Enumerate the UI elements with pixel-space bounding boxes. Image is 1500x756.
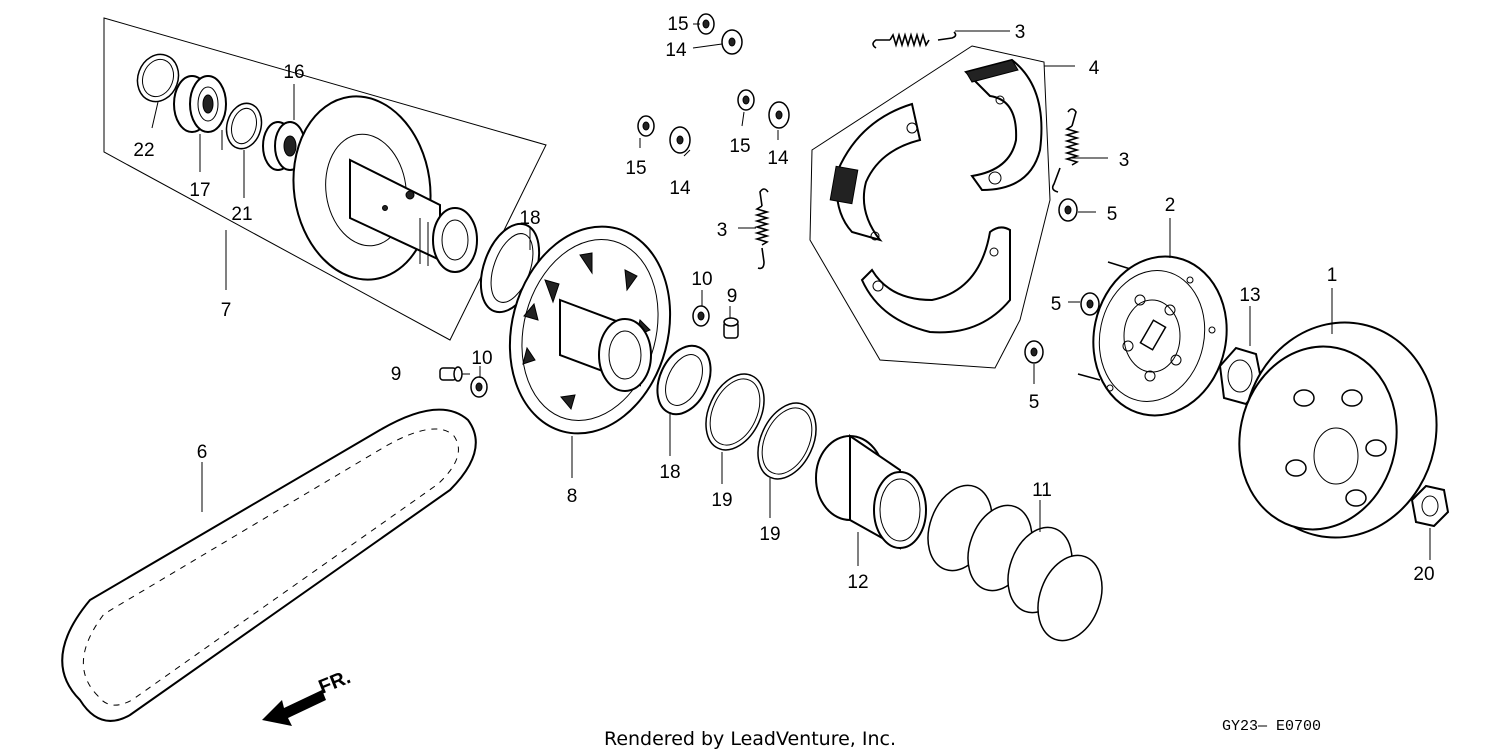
callout-5-middle: 5 — [1051, 294, 1062, 315]
clutch-outer-1 — [1238, 321, 1438, 539]
circlip-15-top — [697, 13, 715, 35]
callout-14-mid: 14 — [767, 148, 789, 169]
callout-20: 20 — [1413, 564, 1434, 585]
callout-9-lower: 9 — [391, 364, 402, 385]
callout-16: 16 — [283, 62, 304, 83]
washer-14-top — [721, 29, 743, 55]
washer-14-mid — [768, 101, 790, 129]
callout-15-left: 15 — [625, 158, 646, 179]
circlip-15-mid — [737, 89, 755, 111]
o-ring-19-a — [705, 373, 765, 451]
callout-6: 6 — [197, 442, 208, 463]
callout-3-right: 3 — [1119, 150, 1130, 171]
callout-11: 11 — [1032, 480, 1052, 501]
callout-9-upper: 9 — [727, 286, 738, 307]
collar-5-right — [1058, 198, 1078, 222]
washer-14-left — [669, 126, 691, 154]
circlip-21 — [225, 102, 263, 150]
callout-19-a: 19 — [711, 490, 732, 511]
clutch-shoe-lower — [860, 226, 1011, 334]
callout-19-b: 19 — [759, 524, 780, 545]
callout-3-center: 3 — [717, 220, 728, 241]
collar-5-lower — [1024, 340, 1044, 364]
clutch-spring-3-center — [754, 188, 770, 270]
assembly-4-outline — [809, 45, 1051, 369]
drive-belt-6 — [61, 408, 477, 722]
clutch-shoe-upper — [964, 58, 1043, 192]
clutch-spring-3-top — [872, 31, 957, 49]
callout-10-upper: 10 — [691, 269, 712, 290]
collar-10-lower — [470, 376, 488, 398]
callout-1: 1 — [1327, 265, 1338, 286]
callout-8: 8 — [567, 486, 578, 507]
callout-7: 7 — [221, 300, 232, 321]
spring-seat-collar-12 — [815, 434, 927, 550]
callout-14-top: 14 — [665, 40, 687, 61]
callout-15-top: 15 — [667, 14, 688, 35]
callout-22: 22 — [133, 140, 154, 161]
callout-18-upper: 18 — [519, 208, 540, 229]
callout-17: 17 — [189, 180, 210, 201]
pin-9-lower — [439, 366, 463, 382]
collar-10-upper — [692, 305, 710, 327]
circlip-15-left — [637, 115, 655, 137]
flange-nut-20 — [1410, 484, 1450, 528]
clutch-spring-3-right — [1051, 108, 1080, 193]
o-ring-19-b — [757, 402, 817, 480]
diagram-code: GY23— E0700 — [1222, 718, 1321, 735]
driven-spring-11 — [927, 484, 1103, 642]
circlip-22 — [136, 53, 180, 103]
callout-21: 21 — [231, 204, 252, 225]
callout-14-left: 14 — [669, 178, 691, 199]
callout-18-lower: 18 — [659, 462, 680, 483]
front-direction-arrow — [262, 690, 326, 726]
callout-13: 13 — [1239, 285, 1260, 306]
callout-2: 2 — [1165, 195, 1176, 216]
callout-12: 12 — [847, 572, 868, 593]
clutch-shoe-left — [829, 102, 922, 242]
driven-face-8 — [508, 225, 672, 435]
assembly-7-outline — [103, 17, 547, 341]
bearing-17 — [173, 75, 227, 133]
callout-15-mid: 15 — [729, 136, 750, 157]
pin-9-upper — [723, 317, 739, 339]
callout-5-lower: 5 — [1029, 392, 1040, 413]
front-direction-label: FR. — [316, 666, 354, 698]
render-credit: Rendered by LeadVenture, Inc. — [604, 728, 896, 750]
callout-10-lower: 10 — [471, 348, 492, 369]
callout-3-top: 3 — [1015, 22, 1026, 43]
collar-5-middle — [1080, 292, 1100, 316]
oil-seal-18-lower — [656, 344, 712, 416]
clutch-drive-plate-2 — [1077, 255, 1228, 417]
movable-drive-face — [292, 95, 478, 281]
callout-5-right: 5 — [1107, 204, 1118, 225]
callout-4: 4 — [1089, 58, 1100, 79]
